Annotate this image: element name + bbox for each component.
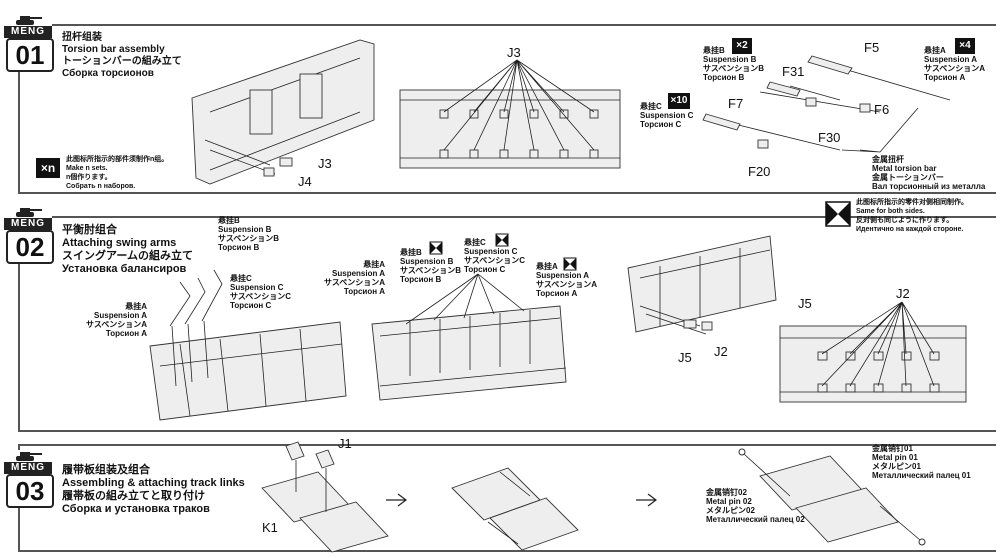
label-j4: J4 bbox=[298, 174, 312, 189]
title-ru: Установка балансиров bbox=[62, 263, 187, 275]
step-number: 03 bbox=[6, 474, 54, 508]
step-number: 02 bbox=[6, 230, 54, 264]
tank-icon bbox=[16, 208, 42, 217]
qty-badge-a: ×4 bbox=[955, 38, 975, 54]
step-03-badge: MENG 03 bbox=[4, 450, 54, 508]
title-cn: 履带板组装及组合 bbox=[62, 464, 150, 476]
step-02-badge: MENG 02 bbox=[4, 206, 54, 264]
title-en: Assembling & attaching track links bbox=[62, 477, 245, 489]
title-en: Attaching swing arms bbox=[62, 237, 177, 249]
step-03-drawing bbox=[261, 441, 926, 553]
step-01-drawing bbox=[191, 39, 951, 185]
title-jp: トーションバーの組み立て bbox=[62, 56, 182, 67]
label-f20: F20 bbox=[748, 164, 771, 179]
title-cn: 扭杆组装 bbox=[62, 32, 102, 43]
meng-logo: MENG bbox=[4, 26, 52, 38]
label-f31: F31 bbox=[782, 64, 805, 79]
label-j2-b: J2 bbox=[896, 286, 910, 301]
label-j5-b: J5 bbox=[798, 296, 812, 311]
label-j3-left: J3 bbox=[318, 156, 332, 171]
title-cn: 平衡肘组合 bbox=[62, 224, 117, 236]
label-f6: F6 bbox=[874, 102, 890, 117]
label-j3-top: J3 bbox=[507, 45, 521, 60]
qty-badge-b: ×2 bbox=[732, 38, 752, 54]
step-02-drawing bbox=[149, 201, 967, 421]
step-01: MENG 01 扭杆组装 Torsion bar assembly トーションバ… bbox=[0, 0, 1000, 196]
label-f7: F7 bbox=[728, 96, 744, 111]
meng-logo: MENG bbox=[4, 462, 52, 474]
label-j2-a: J2 bbox=[714, 344, 728, 359]
xn-note: 此图标所指示的部件须制作n组。 Make n sets. n個作ります。 Соб… bbox=[66, 156, 169, 190]
both-sides-note: 此图标所指示的零件对侧相同制作。 Same for both sides. 反対… bbox=[856, 199, 968, 233]
label-f5: F5 bbox=[864, 40, 880, 55]
tank-icon bbox=[16, 452, 42, 461]
step-03-title: 履带板组装及组合 Assembling & attaching track li… bbox=[62, 464, 245, 516]
title-ru: Сборка и установка траков bbox=[62, 503, 210, 515]
meng-logo: MENG bbox=[4, 218, 52, 230]
label-f30: F30 bbox=[818, 130, 841, 145]
label-j1: J1 bbox=[338, 436, 352, 451]
label-k1: K1 bbox=[262, 520, 278, 535]
step-number: 01 bbox=[6, 38, 54, 72]
step-01-title: 扭杆组装 Torsion bar assembly トーションバーの組み立て С… bbox=[62, 32, 182, 80]
step-01-frame bbox=[18, 24, 996, 194]
title-jp: 履帯板の組み立てと取り付け bbox=[62, 490, 205, 502]
step-02-frame bbox=[18, 216, 996, 432]
title-ru: Сборка торсионов bbox=[62, 68, 154, 79]
step-02-title: 平衡肘组合 Attaching swing arms スイングアームの組み立て … bbox=[62, 224, 193, 276]
step-03: MENG 03 履带板组装及组合 Assembling & attaching … bbox=[0, 436, 1000, 558]
qty-badge-c: ×10 bbox=[668, 93, 690, 109]
step-01-badge: MENG 01 bbox=[4, 14, 54, 72]
step-02: MENG 02 平衡肘组合 Attaching swing arms スイングア… bbox=[0, 196, 1000, 436]
title-jp: スイングアームの組み立て bbox=[62, 250, 194, 262]
title-en: Torsion bar assembly bbox=[62, 44, 165, 55]
label-j5-a: J5 bbox=[678, 350, 692, 365]
xn-icon: ×n bbox=[36, 158, 60, 178]
tank-icon bbox=[16, 16, 42, 25]
